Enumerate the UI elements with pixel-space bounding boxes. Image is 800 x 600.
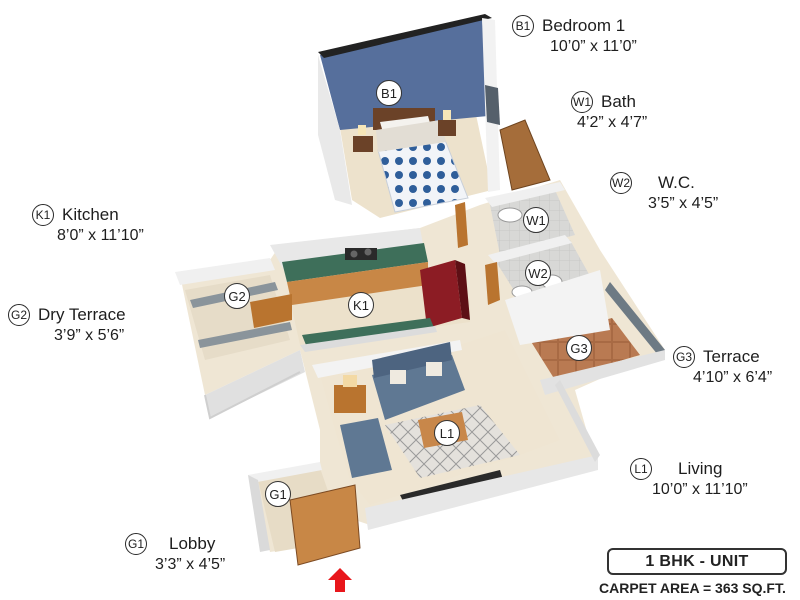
dry-terrace-railing <box>198 322 292 348</box>
living-front-wall <box>365 455 598 530</box>
plan-label-l1: L1 <box>434 420 460 446</box>
plan-label-g3: G3 <box>566 335 592 361</box>
bedroom-left-wall <box>318 55 352 205</box>
kitchen-front-wall <box>300 326 437 352</box>
refrigerator-side <box>455 260 470 320</box>
bath-wall <box>485 182 565 207</box>
room-size: 4’2” x 4’7” <box>577 114 648 131</box>
side-table <box>334 385 366 413</box>
room-size: 3’9” x 5’6” <box>54 327 125 344</box>
room-size: 4’10” x 6’4” <box>693 369 773 386</box>
stove-burner <box>364 248 372 256</box>
plan-label-w1: W1 <box>523 207 549 233</box>
lamp-left <box>358 125 366 135</box>
legend-terrace: G3 Terrace 4’10” x 6’4” <box>673 346 772 387</box>
stove-burner <box>350 250 358 258</box>
legend-living: L1 Living 10’0” x 11’10” <box>630 458 748 499</box>
room-name: Bath <box>601 92 636 111</box>
window-bedroom <box>485 85 500 125</box>
stove <box>345 248 377 260</box>
room-size: 3’3” x 4’5” <box>155 556 226 573</box>
refrigerator <box>420 260 462 328</box>
legend-badge: B1 <box>512 15 534 37</box>
room-size: 10’0” x 11’10” <box>652 481 748 498</box>
bath-door <box>455 202 468 248</box>
dry-terrace-front-wall <box>205 350 305 418</box>
lobby-door <box>289 484 361 566</box>
room-name: Living <box>678 459 723 478</box>
terrace-front-wall <box>540 350 665 395</box>
lamp-right <box>443 110 451 120</box>
kitchen-cabinets <box>287 262 428 305</box>
terrace-wall-back <box>505 270 610 345</box>
terrace-railing <box>605 282 665 355</box>
bedroom-accent-wall-top <box>318 14 492 58</box>
lobby-left-wall <box>248 475 270 552</box>
armchair <box>340 418 392 478</box>
legend-badge: G3 <box>673 346 695 368</box>
nightstand-right <box>438 120 456 136</box>
legend-wc: W2 W.C. 3’5” x 4’5” <box>610 172 718 213</box>
legend-lobby: G1 Lobby 3’3” x 4’5” <box>125 533 225 574</box>
dry-terrace-wall <box>175 258 275 285</box>
entry-arrow <box>328 568 352 592</box>
unit-type-badge: 1 BHK - UNIT <box>607 548 787 575</box>
legend-badge: G2 <box>8 304 30 326</box>
room-name: Kitchen <box>62 205 119 224</box>
legend-bedroom: B1 Bedroom 1 10’0” x 11’0” <box>512 15 637 56</box>
room-size: 10’0” x 11’0” <box>550 38 637 55</box>
legend-badge: L1 <box>630 458 652 480</box>
sofa-cushion <box>390 370 406 384</box>
legend-badge: W2 <box>610 172 632 194</box>
plan-label-g1: G1 <box>265 481 291 507</box>
table-lamp <box>343 375 357 387</box>
kitchen-granite-top <box>282 243 428 282</box>
plan-label-g2: G2 <box>224 283 250 309</box>
room-name: W.C. <box>658 173 695 192</box>
dry-terrace-door <box>250 294 292 328</box>
legend-badge: K1 <box>32 204 54 226</box>
living-right-wall <box>555 380 600 462</box>
sofa-back <box>372 342 452 378</box>
bed-base <box>376 120 446 152</box>
lobby-wall <box>248 462 322 483</box>
bath-washbasin <box>497 207 523 223</box>
unit-edge <box>204 371 301 420</box>
room-size: 8’0” x 11’10” <box>57 227 144 244</box>
carpet-area: CARPET AREA = 363 SQ.FT. <box>599 580 786 596</box>
legend-kitchen: K1 Kitchen 8’0” x 11’10” <box>32 204 144 245</box>
wardrobe <box>499 119 551 191</box>
room-name: Dry Terrace <box>38 305 126 324</box>
legend-badge: G1 <box>125 533 147 555</box>
plan-label-k1: K1 <box>348 292 374 318</box>
legend-badge: W1 <box>571 91 593 113</box>
room-name: Bedroom 1 <box>542 16 626 35</box>
room-name: Lobby <box>169 534 216 553</box>
nightstand-left <box>353 136 373 152</box>
legend-bath: W1 Bath 4’2” x 4’7” <box>571 91 647 132</box>
wc-door <box>485 262 500 305</box>
plan-label-b1: B1 <box>376 80 402 106</box>
room-size: 3’5” x 4’5” <box>648 195 719 212</box>
sofa-cushion <box>426 362 442 376</box>
wc-wall <box>488 235 572 263</box>
room-name: Terrace <box>703 347 760 366</box>
plan-label-w2: W2 <box>525 260 551 286</box>
legend-dry-terrace: G2 Dry Terrace 3’9” x 5’6” <box>8 304 126 345</box>
